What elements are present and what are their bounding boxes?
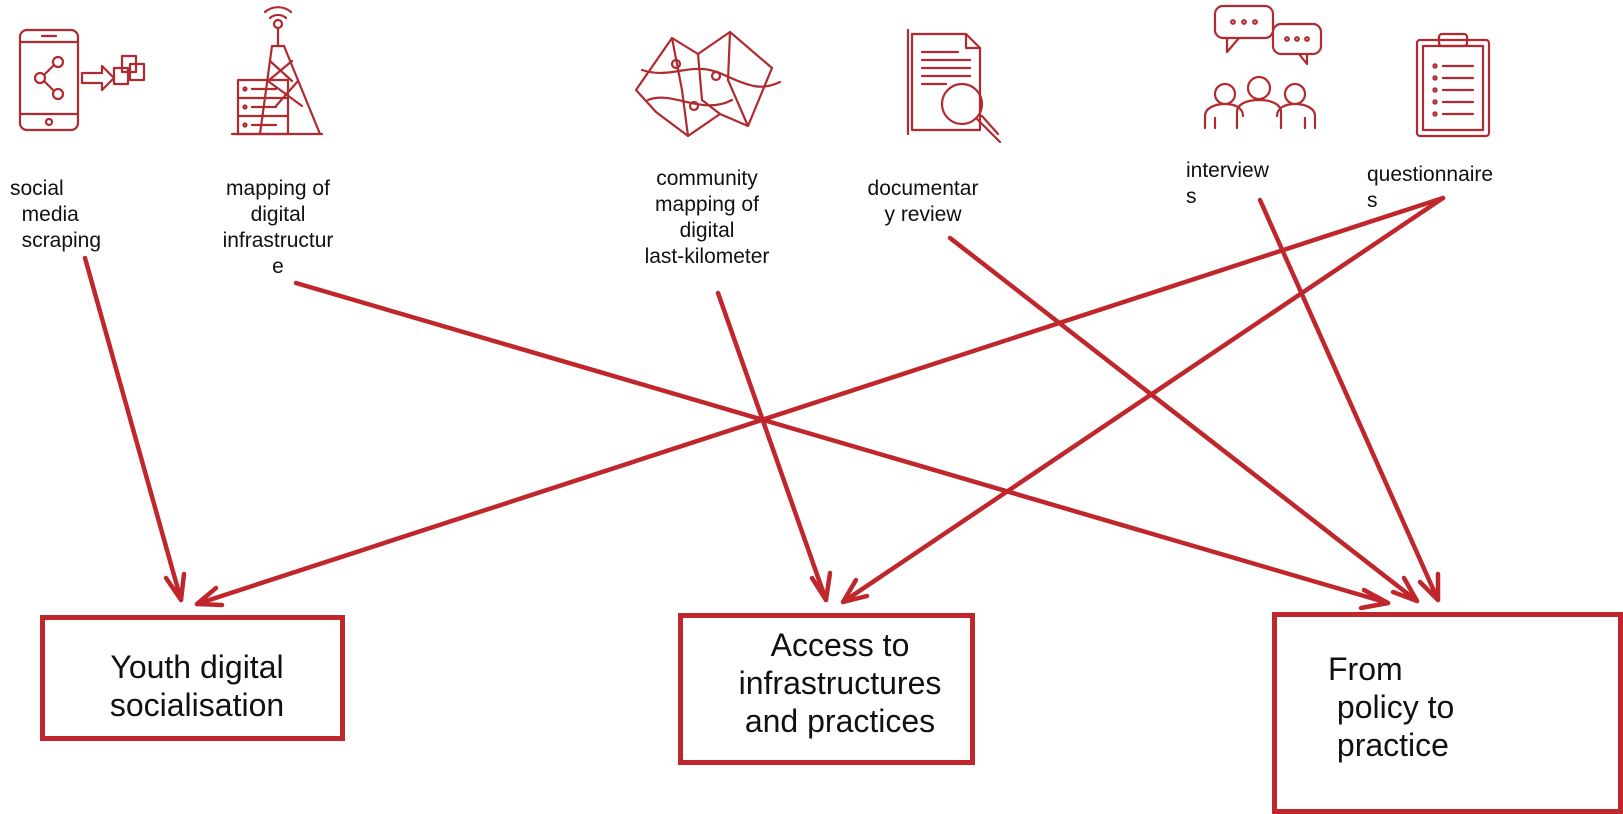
map-icon bbox=[632, 30, 782, 140]
arrow-community-mapping-to-access bbox=[715, 290, 833, 603]
method-label-social-media-scraping: social media scraping bbox=[10, 177, 102, 252]
method-label-mapping-digital-infrastructure: mapping of digital infrastructur e bbox=[222, 177, 334, 278]
outcome-box-policy-to-practice bbox=[1272, 612, 1623, 814]
tower-server-icon bbox=[230, 6, 324, 136]
document-magnifier-icon bbox=[906, 26, 1006, 151]
clipboard-icon bbox=[1415, 32, 1491, 138]
outcome-label-youth-digital-socialisation: Youth digital socialisation bbox=[109, 649, 285, 723]
outcome-box-access-infrastructures-practices bbox=[678, 613, 975, 765]
method-label-questionnaires: questionnaire s bbox=[1367, 163, 1494, 212]
smartphone-share-icon bbox=[18, 28, 148, 133]
arrow-interviews-to-policy bbox=[1257, 197, 1441, 603]
outcome-box-youth-digital-socialisation bbox=[40, 615, 345, 741]
outcome-label-policy-to-practice: From policy to practice bbox=[1328, 651, 1455, 763]
outcome-label-access-infrastructures-practices: Access to infrastructures and practices bbox=[738, 627, 942, 739]
arrow-documentary-review-to-policy bbox=[947, 235, 1420, 604]
arrow-social-media-to-youth bbox=[82, 255, 187, 603]
arrow-infrastructure-to-policy bbox=[293, 280, 1391, 611]
arrow-questionnaires-to-youth bbox=[194, 195, 1446, 608]
arrow-questionnaires-to-access bbox=[840, 195, 1446, 605]
method-label-documentary-review: documentar y review bbox=[867, 177, 979, 226]
people-chat-icon bbox=[1203, 4, 1325, 130]
method-label-interviews: interview s bbox=[1186, 159, 1269, 208]
method-label-community-mapping: community mapping of digital last-kilome… bbox=[644, 167, 770, 268]
